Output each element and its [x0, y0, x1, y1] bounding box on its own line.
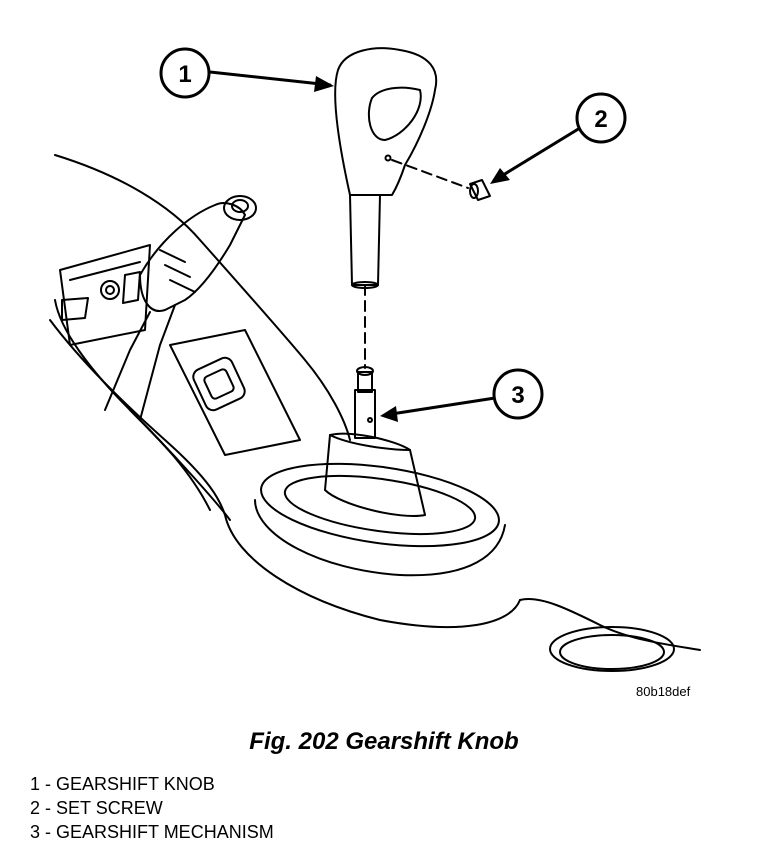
handbrake-boot	[104, 304, 176, 421]
handbrake-lever	[139, 202, 246, 312]
gearshift-knob-diagram: 1 2 3	[49, 47, 701, 672]
image-id: 80b18def	[636, 684, 691, 699]
console-lower-curve	[49, 319, 521, 629]
console-outline	[54, 154, 351, 441]
mechanism-shaft	[354, 389, 376, 439]
console-rear-line	[129, 409, 211, 511]
legend: 1 - GEARSHIFT KNOB 2 - SET SCREW 3 - GEA…	[30, 772, 274, 844]
callout-2: 2	[575, 92, 627, 144]
callout-1: 1	[159, 47, 211, 99]
shifter-housing	[324, 432, 426, 517]
legend-item-2: 2 - SET SCREW	[30, 798, 163, 818]
legend-item-3: 3 - GEARSHIFT MECHANISM	[30, 822, 274, 842]
set-screw	[469, 179, 491, 201]
figure-caption: Fig. 202 Gearshift Knob	[249, 728, 519, 755]
switch-panel	[169, 329, 301, 456]
gearshift-knob	[334, 47, 438, 196]
callout-3-number: 3	[511, 382, 524, 409]
callout-1-number: 1	[178, 61, 191, 88]
legend-item-1: 1 - GEARSHIFT KNOB	[30, 774, 215, 794]
callout-2-number: 2	[594, 106, 607, 133]
console-base	[519, 598, 701, 651]
shift-opening	[260, 462, 500, 548]
trim-panel	[59, 244, 151, 346]
cup-holder	[549, 626, 675, 672]
callout-3: 3	[492, 368, 544, 420]
